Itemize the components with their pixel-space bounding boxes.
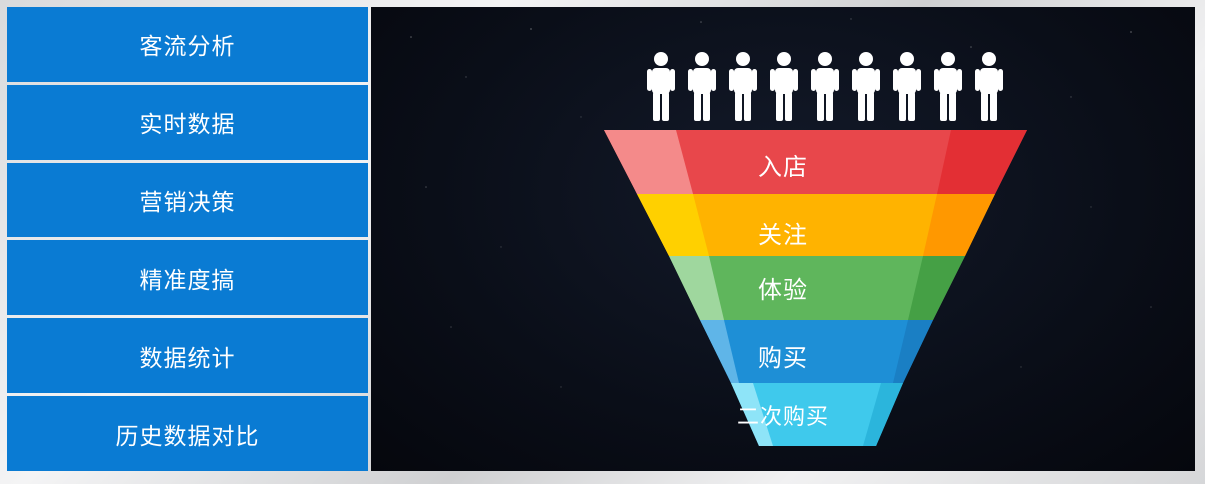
funnel-panel: 入店 关注 体验 购买 二次购买	[371, 7, 1195, 471]
person-icon	[729, 52, 757, 121]
funnel-stage-enter-store	[604, 130, 1027, 194]
menu-item-customer-flow-analysis[interactable]: 客流分析	[7, 7, 368, 82]
menu-item-realtime-data[interactable]: 实时数据	[7, 84, 368, 160]
person-icon	[688, 52, 716, 121]
side-menu: 客流分析 实时数据 营销决策 精准度搞 数据统计 历史数据对比	[7, 7, 368, 471]
person-icon	[893, 52, 921, 121]
person-icon	[975, 52, 1003, 121]
person-icon	[770, 52, 798, 121]
funnel-stage-label: 入店	[758, 153, 808, 181]
funnel-stage-label: 购买	[758, 344, 808, 372]
funnel-stage-repurchase	[731, 383, 903, 446]
menu-item-precision[interactable]: 精准度搞	[7, 240, 368, 316]
funnel-stage-label: 关注	[758, 221, 808, 249]
funnel-stage-label: 体验	[758, 276, 808, 304]
person-icon	[934, 52, 962, 121]
person-icon	[852, 52, 880, 121]
person-icons-row	[647, 52, 1003, 121]
menu-item-data-statistics[interactable]: 数据统计	[7, 318, 368, 394]
menu-item-history-comparison[interactable]: 历史数据对比	[7, 396, 368, 471]
person-icon	[811, 52, 839, 121]
funnel-stage-experience	[669, 256, 965, 320]
person-icon	[647, 52, 675, 121]
menu-item-marketing-decision[interactable]: 营销决策	[7, 162, 368, 238]
funnel-graphic	[410, 18, 1152, 446]
funnel-stage-attention	[637, 194, 995, 256]
funnel-stage-purchase	[700, 320, 933, 383]
funnel-stage-label: 二次购买	[736, 405, 829, 430]
